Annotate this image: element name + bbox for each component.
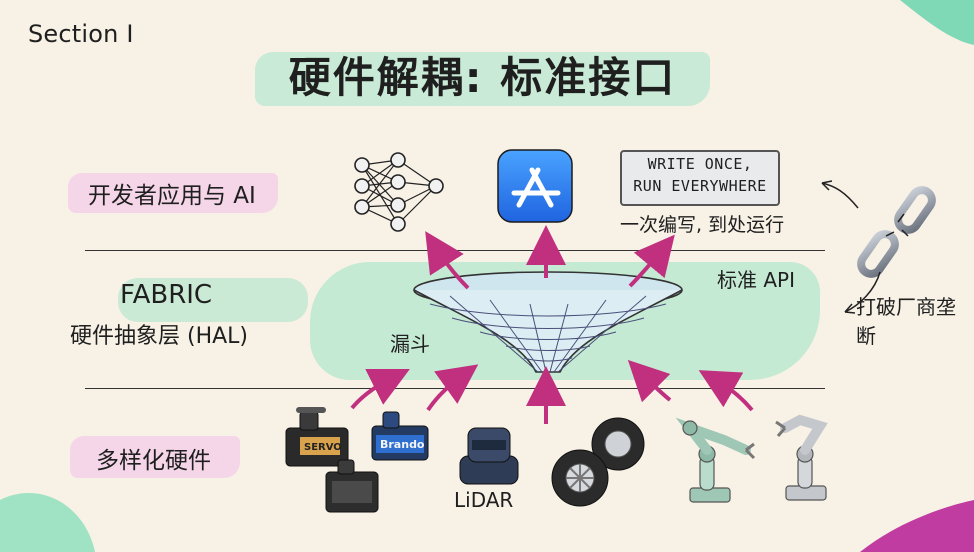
corner-blob-top-right — [900, 0, 974, 45]
app-store-icon — [497, 149, 573, 223]
arrow-in-1 — [350, 369, 410, 410]
write-once-box — [620, 150, 780, 206]
broken-chain-icon — [857, 186, 936, 278]
input-arrows — [350, 359, 754, 424]
arrow-in-2 — [426, 364, 479, 412]
wheels-icon — [551, 417, 645, 507]
fabric-label-highlight — [118, 278, 308, 322]
funnel-icon — [413, 271, 683, 373]
title-block: 硬件解耦: 标准接口 — [255, 42, 710, 116]
chain-to-box-arrow — [821, 182, 859, 209]
write-once-line1: WRITE ONCE, — [647, 155, 753, 173]
hal-label: 硬件抽象层 (HAL) — [70, 324, 249, 349]
corner-blob-bottom-right — [860, 500, 974, 552]
funnel-label: 漏斗 — [390, 332, 430, 356]
chain-to-label-arrow — [844, 271, 881, 313]
output-arrows — [425, 225, 675, 290]
section-label: Section I — [28, 20, 134, 48]
corner-blob-bottom-left — [0, 493, 95, 552]
write-once-subtitle: 一次编写, 到处运行 — [620, 214, 785, 236]
title-highlight — [255, 52, 710, 106]
hardware-layer-highlight — [70, 436, 240, 478]
fabric-label: FABRIC — [120, 280, 213, 310]
write-once-line2: RUN EVERYWHERE — [633, 177, 767, 195]
developer-layer-label: 开发者应用与 AI — [88, 183, 256, 209]
standard-api-label: 标准 API — [717, 268, 795, 292]
arrow-out-right — [628, 234, 675, 288]
servo-icon: SERVO Brando — [285, 407, 429, 513]
neural-network-icon — [354, 152, 444, 232]
arrow-out-left — [425, 231, 470, 290]
robot-arm-icon — [675, 414, 828, 503]
page-title: 硬件解耦: 标准接口 — [288, 53, 677, 102]
developer-layer-highlight — [68, 173, 278, 213]
servo-label-1: SERVO — [304, 442, 342, 453]
lidar-icon — [459, 427, 519, 485]
hardware-layer-label: 多样化硬件 — [96, 448, 211, 474]
arrow-in-4 — [627, 359, 672, 403]
arrow-in-5 — [698, 370, 754, 412]
lidar-label: LiDAR — [454, 488, 514, 512]
servo-label-2: Brando — [380, 438, 425, 451]
break-lock-label: 打破厂商垄断 — [856, 295, 956, 348]
